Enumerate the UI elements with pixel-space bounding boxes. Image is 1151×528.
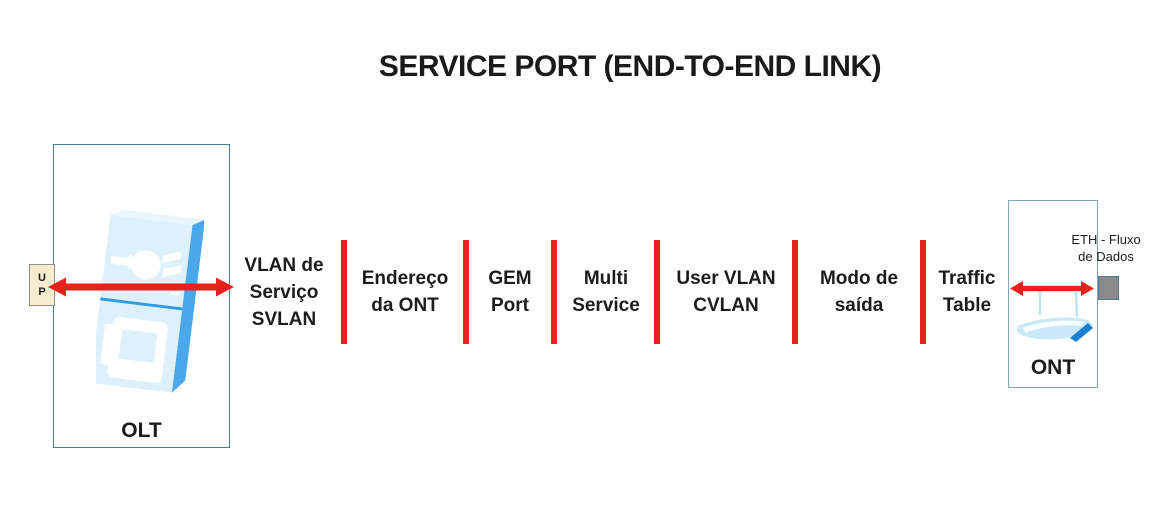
olt-container-box: OLT [53, 144, 230, 448]
segment-label-traffic-table: Traffic Table [938, 268, 996, 316]
segment-label-gem-port: GEM Port [488, 268, 532, 316]
wifi-router-icon [1016, 290, 1093, 342]
segment-label-cvlan: User VLAN CVLAN [676, 268, 776, 316]
segment-divider-bar [792, 240, 798, 344]
ont-bidirectional-arrow-icon [1010, 281, 1094, 296]
segment-divider-bar [654, 240, 660, 344]
segment-label-svlan: VLAN de Serviço SVLAN [244, 254, 324, 330]
ont-label: ONT [1030, 356, 1076, 379]
segment-label-multi-service: Multi Service [572, 268, 640, 316]
segment-divider-bar [463, 240, 469, 344]
olt-chassis-icon [96, 209, 204, 393]
diagram-title: SERVICE PORT (END-TO-END LINK) [378, 50, 882, 83]
olt-bidirectional-arrow-icon [48, 277, 234, 297]
segment-divider-bar [341, 240, 347, 344]
segment-label-ont-address: Endereço da ONT [361, 268, 449, 316]
eth-flow-label: ETH - Fluxo de Dados [1071, 232, 1141, 264]
olt-label: OLT [121, 419, 162, 442]
eth-port-icon [1098, 276, 1119, 300]
uplink-port-badge: U P [29, 264, 55, 306]
segment-divider-bar [920, 240, 926, 344]
segment-divider-bar [551, 240, 557, 344]
segment-label-output-mode: Modo de saída [819, 268, 899, 316]
uplink-port-label: U P [38, 272, 46, 298]
